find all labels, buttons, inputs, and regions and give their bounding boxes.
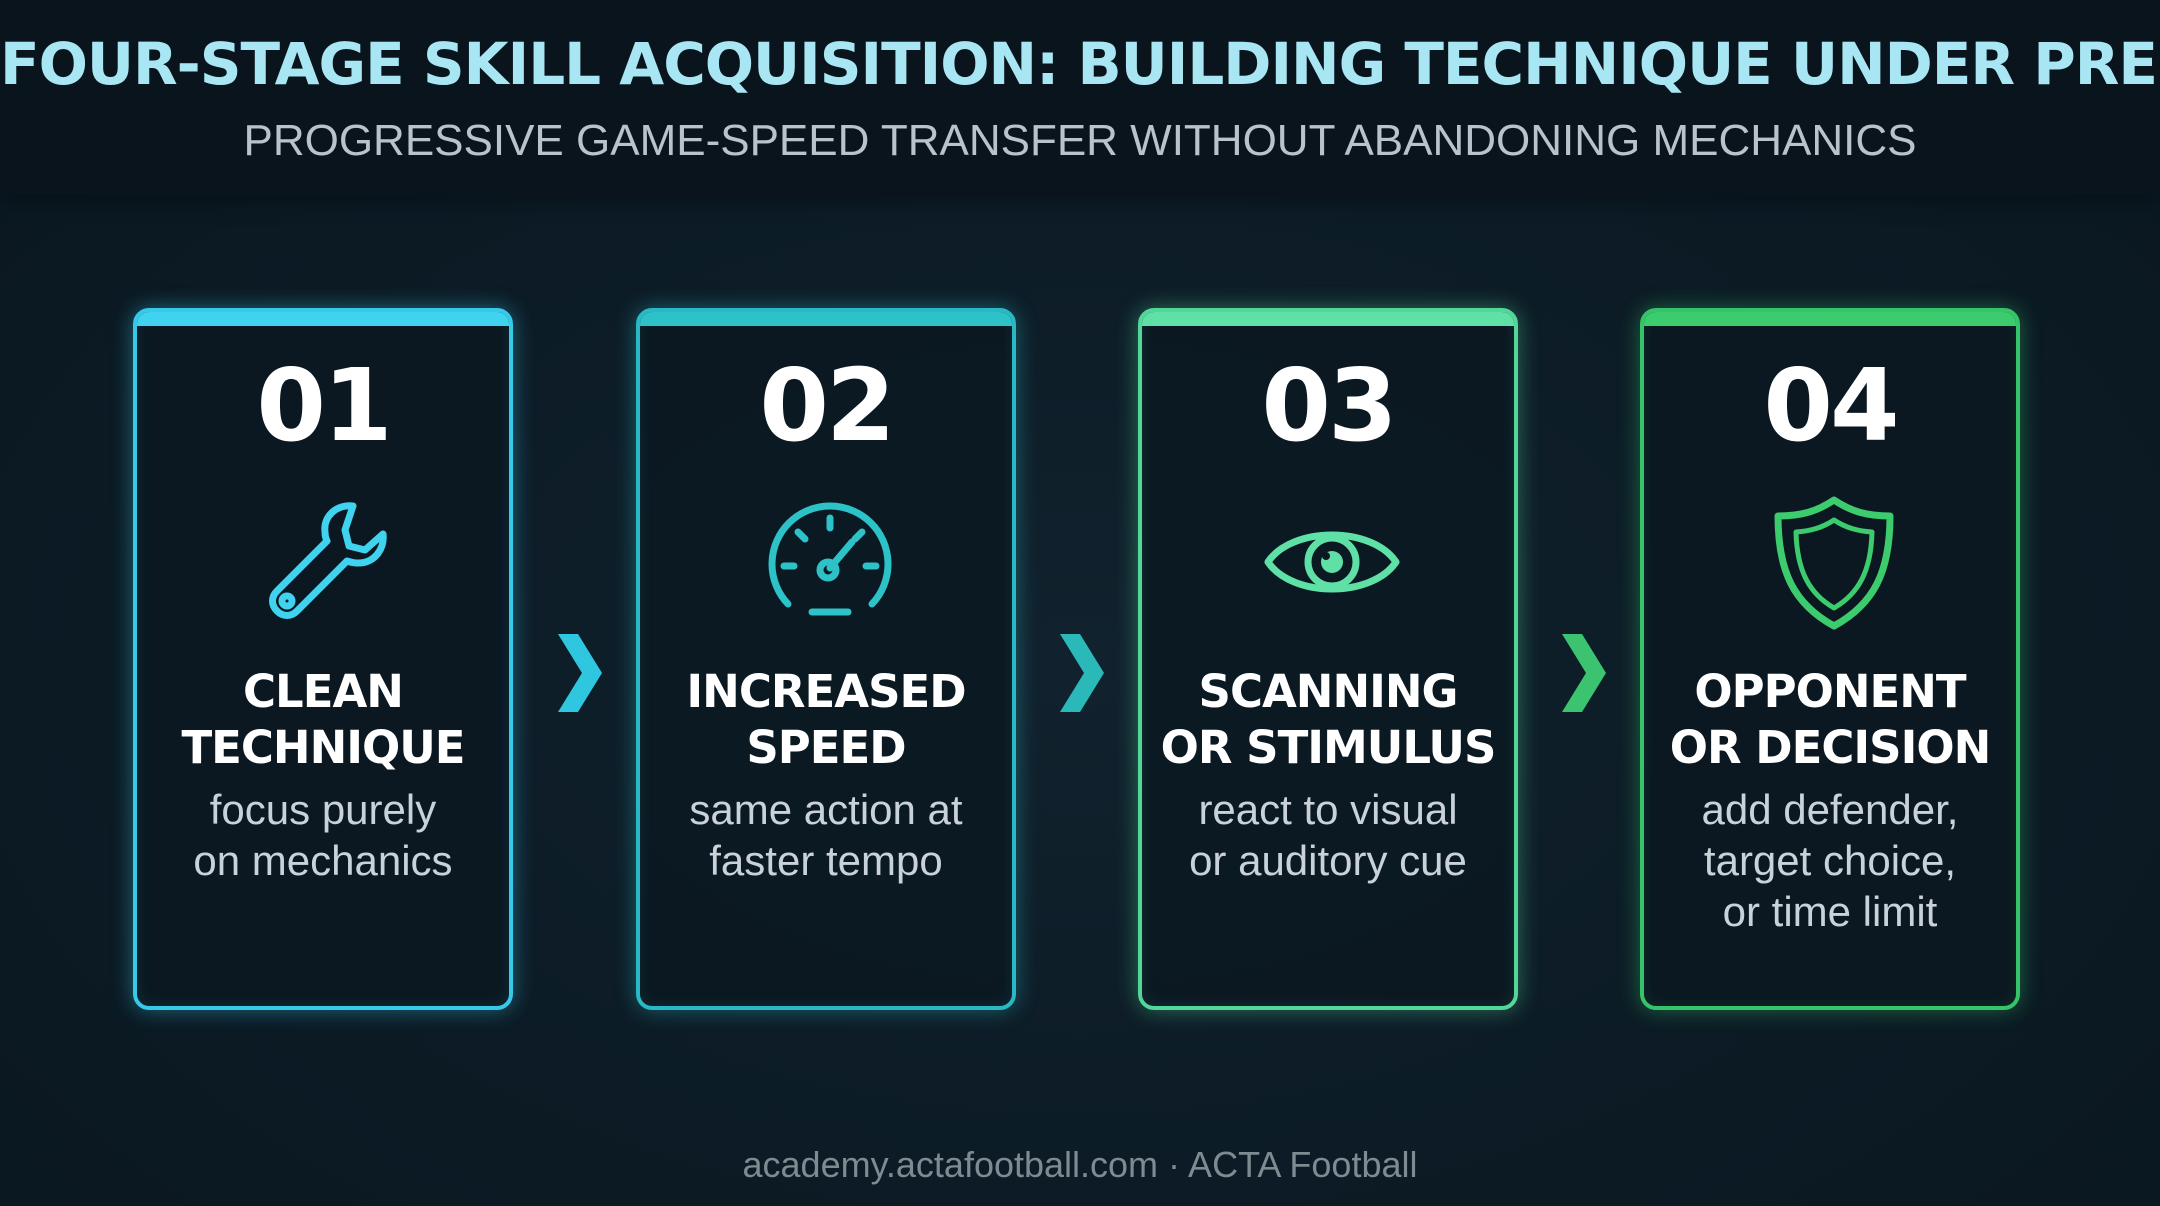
stage-title-line: OR STIMULUS (1160, 721, 1497, 774)
stage-card-accent-bar (1644, 312, 2016, 326)
stage-card-accent-bar (1142, 312, 1514, 326)
stage-card-accent-bar (640, 312, 1012, 326)
chevron-right-icon (1050, 628, 1110, 718)
chevron-right-icon (548, 628, 608, 718)
stage-title: CLEAN TECHNIQUE (137, 664, 509, 776)
stage-description-line: focus purely (209, 786, 437, 833)
page-subtitle: PROGRESSIVE GAME-SPEED TRANSFER WITHOUT … (243, 116, 1917, 165)
footer-credit: academy.actafootball.com · ACTA Football (742, 1144, 1418, 1185)
chevron-right-icon (1552, 628, 1612, 718)
stage-description-line: add defender, (1701, 786, 1959, 833)
stage-title-line: TECHNIQUE (181, 721, 465, 774)
stage-number: 02 (759, 347, 895, 464)
page-title: FOUR-STAGE SKILL ACQUISITION: BUILDING T… (0, 30, 2160, 98)
stage-title-line: SCANNING (1198, 665, 1459, 718)
stage-title-line: OR DECISION (1669, 721, 1992, 774)
stage-description: add defender, target choice, or time lim… (1644, 784, 2016, 937)
stage-description: same action at faster tempo (640, 784, 1012, 886)
stage-description-line: react to visual (1198, 786, 1458, 833)
stage-description: focus purely on mechanics (137, 784, 509, 886)
stage-description: react to visual or auditory cue (1142, 784, 1514, 886)
shield-icon (1764, 492, 1904, 632)
stage-number: 04 (1763, 347, 1899, 464)
stage-card-accent-bar (137, 312, 509, 326)
stage-title-line: OPPONENT (1694, 665, 1966, 718)
stage-card-1: 01 CLEAN TECHNIQUE focus purely on mecha… (133, 308, 513, 1010)
stage-description-line: or auditory cue (1189, 837, 1467, 884)
stage-number: 01 (256, 347, 392, 464)
stage-card-3: 03 SCANNING OR STIMULUS react to visual … (1138, 308, 1518, 1010)
stage-description-line: or time limit (1722, 888, 1938, 935)
eye-icon (1262, 492, 1402, 632)
wrench-icon (257, 492, 397, 632)
stage-number: 03 (1261, 347, 1397, 464)
stage-description-line: target choice, (1703, 837, 1957, 884)
stage-title: INCREASED SPEED (640, 664, 1012, 776)
stage-title: SCANNING OR STIMULUS (1142, 664, 1514, 776)
stage-title: OPPONENT OR DECISION (1644, 664, 2016, 776)
stage-card-4: 04 OPPONENT OR DECISION add defender, ta… (1640, 308, 2020, 1010)
stage-title-line: INCREASED (686, 665, 966, 718)
stage-card-2: 02 INCREASED SPEED same action at faster… (636, 308, 1016, 1010)
stage-description-line: same action at (689, 786, 963, 833)
stage-title-line: SPEED (746, 721, 906, 774)
speedometer-icon (760, 492, 900, 632)
header-banner: FOUR-STAGE SKILL ACQUISITION: BUILDING T… (0, 0, 2160, 195)
stage-description-line: faster tempo (709, 837, 943, 884)
stage-description-line: on mechanics (193, 837, 453, 884)
stage-title-line: CLEAN (243, 665, 404, 718)
